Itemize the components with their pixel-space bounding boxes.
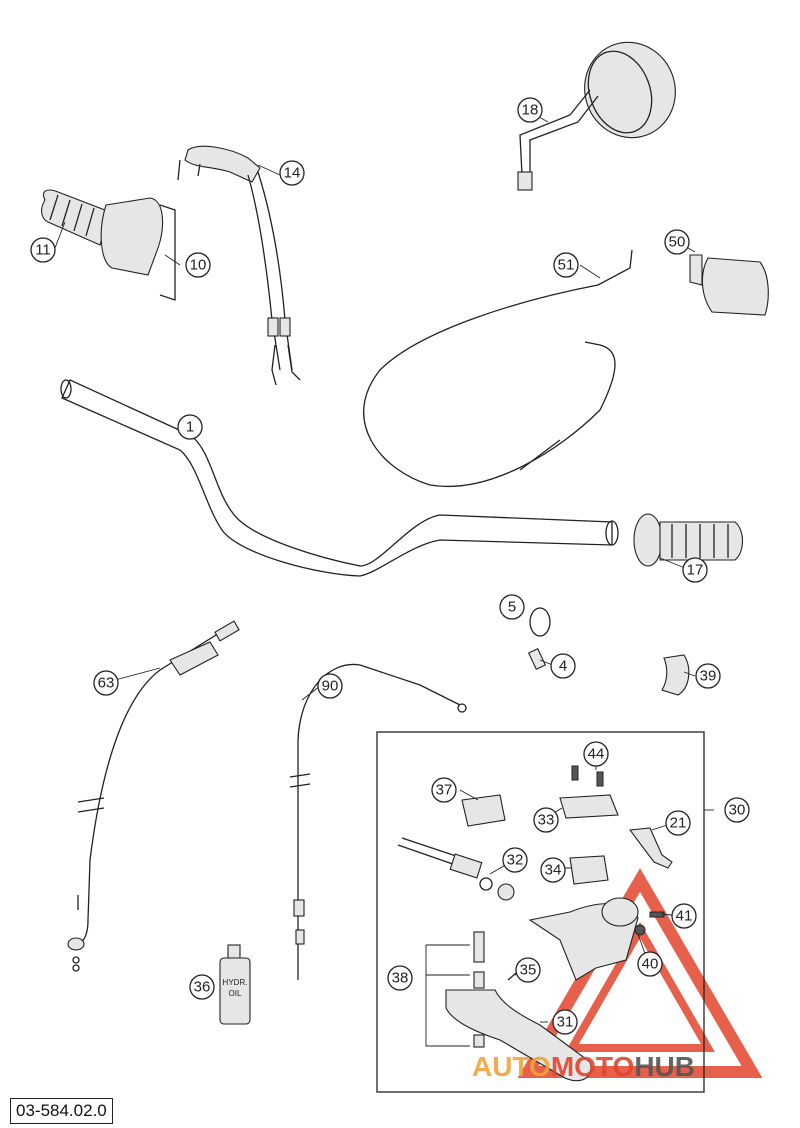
svg-text:10: 10 [190, 257, 207, 274]
hotstart-cable [67, 620, 240, 972]
svg-text:33: 33 [538, 812, 555, 829]
svg-text:36: 36 [194, 979, 211, 996]
callout-36: 36 [189, 974, 215, 1000]
callout-39: 39 [695, 663, 721, 689]
callout-10: 10 [185, 252, 211, 278]
svg-text:41: 41 [676, 908, 693, 925]
svg-text:4: 4 [559, 658, 567, 675]
svg-text:31: 31 [557, 1014, 574, 1031]
svg-text:39: 39 [700, 668, 717, 685]
callout-63: 63 [93, 670, 119, 696]
clutch-cable-90 [289, 663, 467, 980]
svg-text:37: 37 [436, 782, 453, 799]
callout-17: 17 [682, 557, 708, 583]
svg-text:18: 18 [522, 102, 539, 119]
callout-34: 34 [540, 857, 566, 883]
svg-text:1: 1 [186, 419, 194, 436]
svg-text:21: 21 [670, 815, 687, 832]
svg-text:38: 38 [392, 970, 409, 987]
callout-44: 44 [583, 741, 609, 767]
svg-text:35: 35 [520, 962, 537, 979]
svg-text:90: 90 [322, 678, 339, 695]
callout-50: 50 [664, 229, 690, 255]
bottle-label-line1: HYDR. [223, 978, 248, 987]
master-cylinder-parts [397, 765, 673, 1082]
kill-switch [689, 254, 769, 316]
handlebar [61, 379, 613, 577]
svg-text:14: 14 [284, 165, 301, 182]
document-number: 03-584.02.0 [10, 1098, 113, 1124]
callout-40: 40 [637, 951, 663, 977]
svg-text:32: 32 [507, 852, 524, 869]
callout-5: 5 [499, 594, 525, 620]
callout-33: 33 [533, 807, 559, 833]
throttle-grip [41, 189, 176, 301]
callout-51: 51 [553, 252, 579, 278]
clutch-cable [363, 249, 633, 487]
svg-text:34: 34 [545, 862, 562, 879]
callout-38: 38 [387, 965, 413, 991]
svg-text:44: 44 [588, 746, 605, 763]
callout-90: 90 [317, 673, 343, 699]
callout-32: 32 [502, 847, 528, 873]
callout-4: 4 [550, 653, 576, 679]
watermark-text: AUTOMOTOHUB [472, 1051, 695, 1082]
left-grip [633, 513, 744, 567]
callout-11: 11 [30, 237, 56, 263]
callout-21: 21 [665, 810, 691, 836]
svg-text:5: 5 [508, 599, 516, 616]
hydraulic-oil-bottle [219, 944, 251, 1025]
bottle-label-line2: OIL [229, 989, 242, 998]
callout-30: 30 [724, 797, 750, 823]
callout-31: 31 [552, 1009, 578, 1035]
callout-35: 35 [515, 957, 541, 983]
clamp [661, 654, 690, 696]
callout-18: 18 [517, 97, 543, 123]
svg-text:40: 40 [642, 956, 659, 973]
svg-text:63: 63 [98, 675, 115, 692]
assembly-box [376, 731, 705, 1093]
callout-37: 37 [431, 777, 457, 803]
svg-text:30: 30 [729, 802, 746, 819]
callout-41: 41 [671, 903, 697, 929]
throttle-cables [177, 145, 301, 386]
o-ring [529, 607, 551, 637]
svg-text:50: 50 [669, 234, 686, 251]
svg-text:11: 11 [35, 242, 51, 259]
plug [527, 647, 547, 671]
svg-text:51: 51 [558, 257, 575, 274]
callout-14: 14 [279, 160, 305, 186]
mirror [517, 41, 676, 191]
watermark-logo [517, 868, 763, 1078]
callout-1: 1 [177, 414, 203, 440]
svg-text:17: 17 [687, 562, 704, 579]
